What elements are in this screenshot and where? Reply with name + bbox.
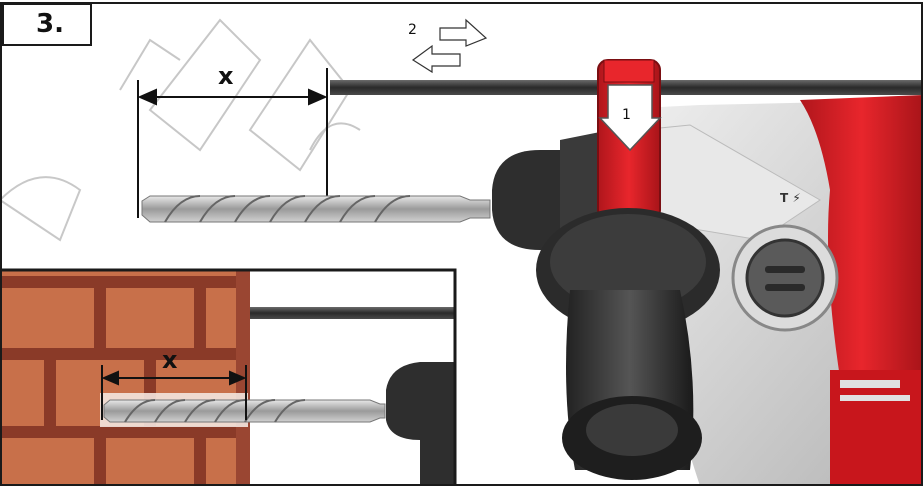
slide-step-number: 2 — [408, 22, 417, 38]
svg-text:T ⚡: T ⚡ — [780, 191, 801, 205]
inset-depth-rod — [250, 307, 455, 319]
watermark — [0, 18, 361, 301]
drill-bit-main — [141, 195, 491, 223]
inset-drill-chuck — [386, 362, 455, 486]
drill-bit-inset — [103, 399, 386, 423]
press-arrow-icon — [598, 84, 662, 152]
slide-arrow-icon — [411, 18, 488, 74]
step-number-label: 3. — [2, 3, 92, 46]
dimension-label-inset: x — [162, 346, 178, 374]
dimension-label-main: x — [218, 62, 234, 90]
hammer-drill: T ⚡ — [492, 59, 923, 486]
press-step-number: 1 — [622, 107, 631, 123]
dimension-line-main — [137, 68, 328, 218]
dimension-line-inset — [101, 365, 247, 420]
inset-panel — [0, 268, 457, 486]
